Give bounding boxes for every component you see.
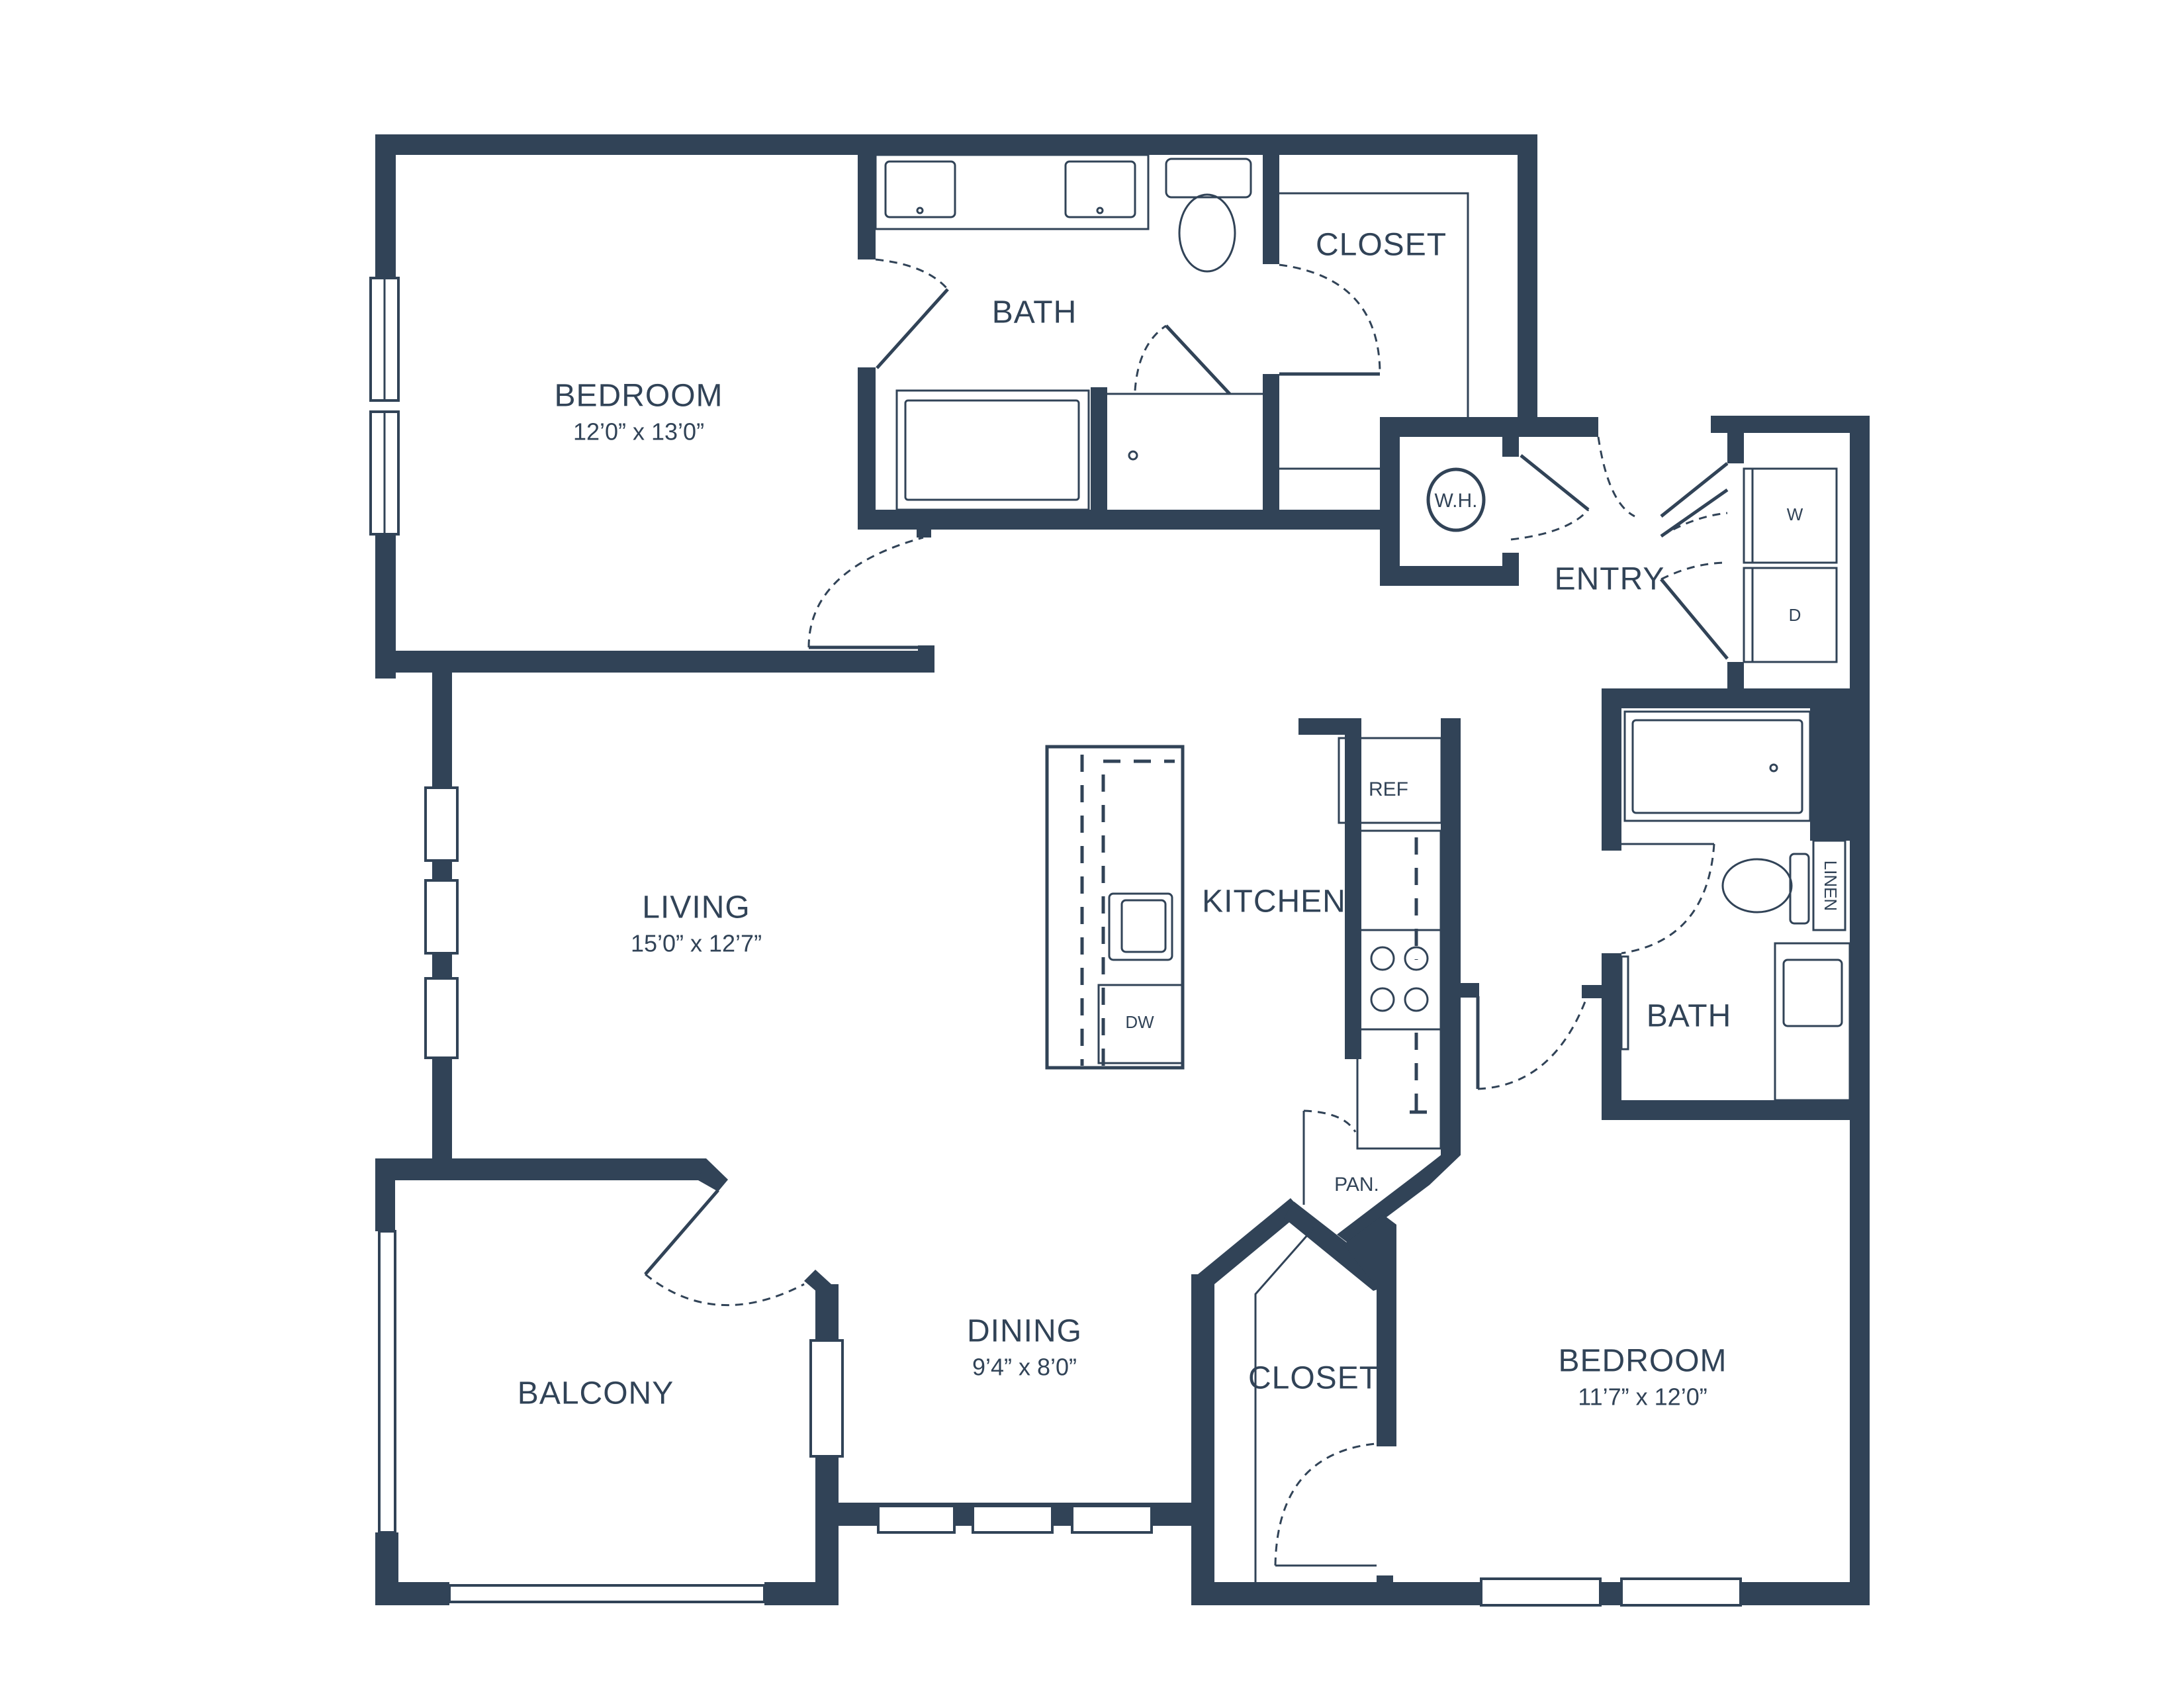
- pantry-and-closet: [1191, 1109, 1396, 1605]
- room-name: LIVING: [642, 890, 751, 925]
- entry-walls: [1380, 416, 1870, 1601]
- room-label-living: LIVING 15’0” x 12’7”: [631, 890, 762, 958]
- room-name: BEDROOM: [1558, 1343, 1727, 1379]
- room-name: DINING: [967, 1313, 1082, 1349]
- upper-doors: [807, 258, 1381, 649]
- room-dimensions: 15’0” x 12’7”: [630, 929, 762, 957]
- second-bath: [1582, 710, 1866, 1120]
- room-label-balcony: BALCONY: [517, 1376, 674, 1411]
- room-dimensions: 9’4” x 8’0”: [972, 1353, 1077, 1381]
- entry-fixtures: [1426, 436, 1838, 663]
- pantry-label: PAN.: [1334, 1173, 1379, 1196]
- dryer-label: D: [1788, 605, 1801, 626]
- room-name: BEDROOM: [554, 378, 723, 414]
- room-label-dining: DINING 9’4” x 8’0”: [967, 1313, 1082, 1382]
- linen-label: LINEN: [1820, 860, 1841, 912]
- water-heater-label: W.H.: [1434, 489, 1478, 512]
- room-dimensions: 11’7” x 12’0”: [1578, 1383, 1707, 1411]
- upper-bath-fixtures: [874, 154, 1263, 511]
- upper-closet-shelves: [1279, 192, 1469, 470]
- room-label-bedroom-2: BEDROOM 11’7” x 12’0”: [1558, 1343, 1727, 1411]
- upper-bedroom-windows: [369, 277, 400, 536]
- kitchen-counter: [1298, 718, 1590, 1244]
- lower-bedroom-walls: [1191, 1577, 1870, 1607]
- room-label-kitchen: KITCHEN: [1202, 884, 1346, 919]
- dishwasher-label: DW: [1125, 1012, 1154, 1033]
- room-label-bath-1: BATH: [991, 295, 1077, 330]
- room-label-closet-2: CLOSET: [1248, 1360, 1380, 1396]
- room-dimensions: 12’0” x 13’0”: [572, 418, 705, 445]
- living-windows: [378, 786, 1153, 1603]
- washer-label: W: [1786, 504, 1803, 525]
- refrigerator-label: REF: [1369, 778, 1408, 800]
- room-label-bath-2: BATH: [1646, 998, 1732, 1034]
- room-label-closet-1: CLOSET: [1315, 227, 1447, 263]
- kitchen-island: [1045, 745, 1185, 1070]
- balcony-door: [644, 1189, 805, 1307]
- room-label-entry: ENTRY: [1554, 561, 1665, 597]
- room-label-bedroom-1: BEDROOM 12’0” x 13’0”: [554, 378, 723, 446]
- upper-bedroom-walls: [375, 134, 1537, 679]
- living-walls: [375, 672, 1214, 1605]
